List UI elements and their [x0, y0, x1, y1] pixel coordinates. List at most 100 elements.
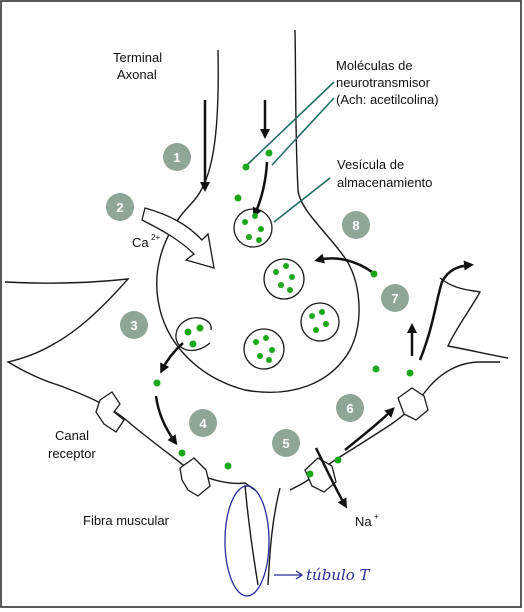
molecule — [252, 213, 258, 219]
t-tubule-circle — [224, 485, 270, 597]
step-badge-7: 7 — [381, 284, 409, 312]
step-badge-1: 1 — [163, 143, 191, 171]
label-muscle-fiber: Fibra muscular — [83, 513, 170, 528]
label-channel-line2: receptor — [48, 446, 96, 461]
step-number: 1 — [173, 150, 180, 165]
molecule — [334, 456, 342, 464]
arrow — [314, 447, 348, 509]
molecule — [184, 328, 192, 336]
molecule — [266, 357, 272, 363]
step-badge-circle — [342, 211, 370, 239]
step-number: 4 — [199, 416, 207, 431]
molecule — [323, 321, 329, 327]
receptor-channels — [95, 387, 429, 497]
step-number: 8 — [352, 218, 359, 233]
arrow — [154, 395, 178, 446]
step-badge-6: 6 — [336, 394, 364, 422]
molecule — [253, 339, 259, 345]
step-number: 3 — [130, 318, 137, 333]
molecule — [306, 470, 314, 478]
step-badges: 1 2 3 4 5 6 7 8 — [106, 143, 409, 457]
molecule — [269, 347, 275, 353]
molecule — [273, 269, 279, 275]
label-vesicle-line1: Vesícula de — [337, 157, 404, 172]
molecule — [370, 270, 378, 278]
molecule — [406, 369, 414, 377]
muscle-fiber-outline-bottom — [187, 361, 500, 491]
molecule — [319, 309, 325, 315]
annotation-arrow — [274, 570, 304, 580]
label-channel-line1: Canal — [55, 428, 89, 443]
label-vesicle-line2: almacenamiento — [337, 175, 432, 190]
receptor-channel — [95, 391, 125, 433]
molecule — [289, 274, 295, 280]
step-badge-circle — [120, 311, 148, 339]
step-number: 7 — [391, 291, 398, 306]
step-badge-5: 5 — [272, 429, 300, 457]
arrow — [314, 253, 373, 274]
label-terminal-line1: Terminal — [113, 50, 162, 65]
label-calcium-charge: 2+ — [151, 233, 160, 242]
arrow — [344, 407, 395, 451]
step-badge-circle — [163, 143, 191, 171]
molecule — [234, 194, 242, 202]
arrow — [252, 161, 269, 218]
step-badge-circle — [272, 429, 300, 457]
storage-vesicles — [175, 208, 340, 370]
step-badge-8: 8 — [342, 211, 370, 239]
label-sodium: Na — [355, 514, 372, 529]
label-molecules-line3: (Ach: acetilcolina) — [336, 92, 439, 107]
vesicle — [243, 328, 285, 370]
molecule — [178, 449, 186, 457]
molecule — [189, 340, 197, 348]
pointer-line — [246, 81, 335, 166]
label-pointers — [246, 81, 335, 223]
step-number: 6 — [346, 401, 353, 416]
flow-arrows — [154, 100, 474, 509]
receptor-channel — [179, 457, 211, 497]
step-badge-4: 4 — [189, 409, 217, 437]
step-badge-2: 2 — [106, 193, 134, 221]
calcium-influx-arrow — [141, 207, 215, 269]
receptor-channel — [304, 457, 337, 493]
molecule — [196, 324, 204, 332]
t-tubule — [244, 484, 281, 586]
step-badge-circle — [189, 409, 217, 437]
molecule — [258, 226, 264, 232]
vesicle — [263, 258, 305, 300]
arrow — [418, 260, 474, 361]
molecule — [242, 219, 248, 225]
step-number: 2 — [116, 200, 123, 215]
neurotransmitter-molecules — [153, 149, 414, 478]
molecule — [263, 335, 269, 341]
pointer-line — [271, 97, 335, 166]
molecule — [246, 234, 252, 240]
molecule — [224, 462, 232, 470]
molecule — [372, 365, 380, 373]
label-sodium-charge: + — [374, 512, 379, 521]
label-calcium: Ca — [132, 235, 149, 250]
label-t-tubule-note: túbulo T — [306, 566, 371, 584]
receptor-channel — [397, 387, 429, 421]
vesicle — [300, 302, 340, 342]
step-badge-circle — [106, 193, 134, 221]
label-terminal-line2: Axonal — [117, 67, 157, 82]
step-number: 5 — [282, 436, 289, 451]
molecule — [278, 282, 284, 288]
molecule — [287, 287, 293, 293]
molecule — [265, 149, 273, 157]
step-badge-circle — [381, 284, 409, 312]
label-molecules-line1: Moléculas de — [336, 58, 413, 73]
pointer-line — [273, 177, 331, 223]
step-badge-circle — [336, 394, 364, 422]
muscle-fiber-outline-right — [439, 277, 509, 359]
molecule — [242, 163, 250, 171]
molecule — [257, 353, 263, 359]
molecule — [313, 327, 319, 333]
molecule — [283, 263, 289, 269]
label-molecules-line2: neurotransmisor — [336, 75, 431, 90]
arrow — [160, 342, 184, 374]
molecule — [309, 313, 315, 319]
